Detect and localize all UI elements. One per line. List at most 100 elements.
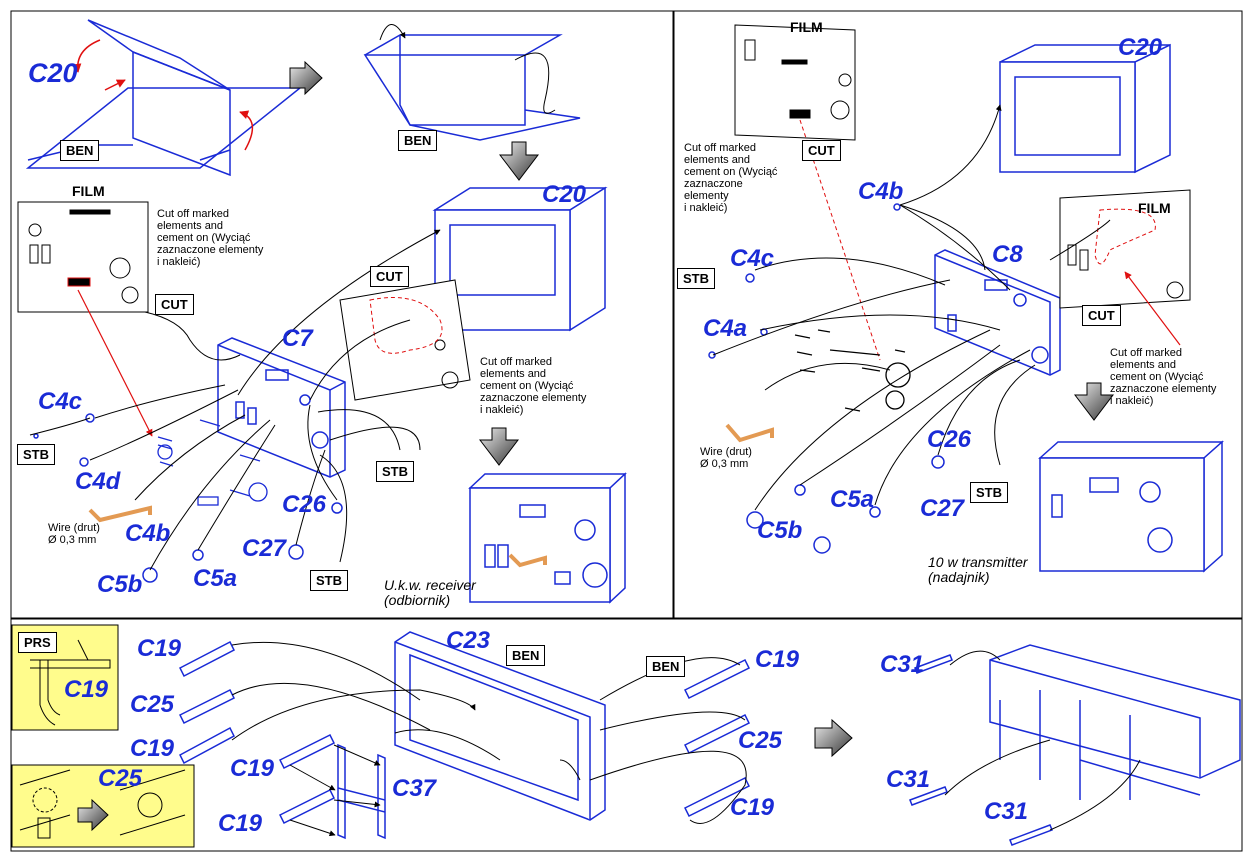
transmitter-caption: 10 w transmitter (nadajnik) — [928, 555, 1028, 585]
label-c19-5: C19 — [755, 646, 800, 673]
fold-arrows-red — [72, 39, 254, 151]
label-c25-1: C25 — [130, 691, 175, 718]
note-line: zaznaczone — [684, 178, 743, 190]
hint-box-c25 — [11, 764, 195, 848]
label-c27-tl: C27 — [242, 535, 287, 562]
caption-line: (odbiornik) — [384, 592, 451, 608]
stb-box-1: STB — [17, 444, 55, 465]
label-c5a-tr: C5a — [830, 486, 875, 513]
note-line: Wire (drut) — [700, 446, 752, 458]
film-label-1: FILM — [72, 183, 105, 199]
film-sheet-left — [17, 201, 149, 313]
connector-lines-c31 — [944, 650, 1141, 831]
label-c4a: C4a — [703, 315, 748, 342]
c20-box-tr — [999, 43, 1171, 174]
caption-line: U.k.w. receiver — [384, 577, 476, 593]
c8-panel — [934, 249, 1061, 376]
label-c5b-tl: C5b — [97, 571, 143, 598]
wire-note-2: Wire (drut) Ø 0,3 mm — [700, 446, 752, 470]
step-arrow-right-1 — [289, 60, 323, 96]
label-c19-4: C19 — [218, 810, 263, 837]
note-line: elements and — [480, 368, 547, 380]
film-sheet-top-right — [734, 24, 856, 141]
note-line: Ø 0,3 mm — [700, 458, 749, 470]
label-c20-tl-2: C20 — [542, 181, 587, 208]
label-c4c-tr: C4c — [730, 245, 775, 272]
cut-box-3: CUT — [802, 140, 841, 161]
label-c25-hint: C25 — [98, 765, 143, 792]
caption-line: (nadajnik) — [928, 569, 990, 585]
note-line: cement on (Wyciąć — [1110, 371, 1204, 383]
c20-box-3d — [432, 186, 608, 332]
wire-note-1: Wire (drut) Ø 0,3 mm — [48, 522, 100, 546]
note-line: Cut off marked — [684, 142, 756, 154]
note-line: elements and — [157, 220, 224, 232]
wire-1 — [88, 505, 152, 523]
connector-lines-c7 — [29, 229, 441, 571]
label-c25-2: C25 — [738, 727, 783, 754]
note-line: Wire (drut) — [48, 522, 100, 534]
stb-box-3: STB — [310, 570, 348, 591]
red-dashed-cut-area-1 — [369, 297, 443, 354]
label-c31-3: C31 — [984, 798, 1029, 825]
connector-lines-c8 — [712, 104, 1111, 511]
label-c20-tr: C20 — [1118, 34, 1163, 61]
stb-box-5: STB — [970, 482, 1008, 503]
c7-panel — [217, 337, 346, 478]
cut-note-1: Cut off marked elements and cement on (W… — [157, 208, 263, 268]
note-line: elements and — [684, 154, 751, 166]
hint-c25-drawing — [19, 769, 186, 839]
receiver-final — [468, 472, 627, 604]
cut-box-4: CUT — [1082, 305, 1121, 326]
label-c4d: C4d — [75, 468, 121, 495]
label-c19-3: C19 — [230, 755, 275, 782]
film-sheet-c7 — [339, 279, 471, 401]
note-line: zaznaczone elementy — [1110, 383, 1217, 395]
label-c20-tl-1: C20 — [28, 58, 78, 88]
label-c4c-tl: C4c — [38, 388, 83, 415]
label-c19-hint: C19 — [64, 676, 109, 703]
note-line: zaznaczone elementy — [157, 244, 264, 256]
film-label-3: FILM — [1138, 200, 1171, 216]
c19-c25-strips — [178, 640, 751, 825]
label-c31-2: C31 — [886, 766, 931, 793]
stb-box-4: STB — [677, 268, 715, 289]
c23-frame — [394, 631, 606, 821]
c31-strips — [909, 654, 1053, 846]
label-c26-tl: C26 — [282, 491, 327, 518]
ben-box-3: BEN — [506, 645, 546, 666]
note-line: Cut off marked — [1110, 347, 1182, 359]
step-arrow-down-2 — [478, 427, 520, 466]
note-line: elementy — [684, 190, 729, 202]
note-line: Cut off marked — [157, 208, 229, 220]
fold-curve-1 — [379, 24, 406, 41]
label-c31-1: C31 — [880, 651, 925, 678]
step-arrow-down-3 — [1073, 382, 1115, 421]
cut-note-3: Cut off marked elements and cement on (W… — [684, 142, 777, 214]
ben-box-1: BEN — [60, 140, 100, 161]
red-arrow-film-to-c4d — [77, 289, 153, 437]
fold-curve-2 — [514, 52, 556, 114]
tr-knobs — [708, 203, 945, 554]
step-arrow-right-2 — [814, 718, 853, 758]
ben-box-2: BEN — [398, 130, 438, 151]
cut-note-2: Cut off marked elements and cement on (W… — [480, 356, 586, 416]
note-line: i nakleić) — [684, 202, 728, 214]
note-line: elements and — [1110, 359, 1177, 371]
ben-box-4: BEN — [646, 656, 686, 677]
note-line: cement on (Wyciąć — [684, 166, 778, 178]
label-c19-6: C19 — [730, 794, 775, 821]
label-c27-tr: C27 — [920, 495, 965, 522]
label-c8: C8 — [992, 241, 1023, 268]
step-arrow-down-1 — [498, 141, 540, 181]
note-line: Ø 0,3 mm — [48, 534, 97, 546]
panel-frames — [10, 10, 1243, 852]
label-c19-1: C19 — [137, 635, 182, 662]
film-label-2: FILM — [790, 19, 823, 35]
note-line: cement on (Wyciąć — [157, 232, 251, 244]
c7-small-parts — [157, 419, 268, 506]
transmitter-final — [1038, 440, 1224, 573]
label-c5b-tr: C5b — [757, 517, 803, 544]
film-sheet-c8 — [1059, 189, 1191, 309]
cut-note-4: Cut off marked elements and cement on (W… — [1110, 347, 1216, 407]
